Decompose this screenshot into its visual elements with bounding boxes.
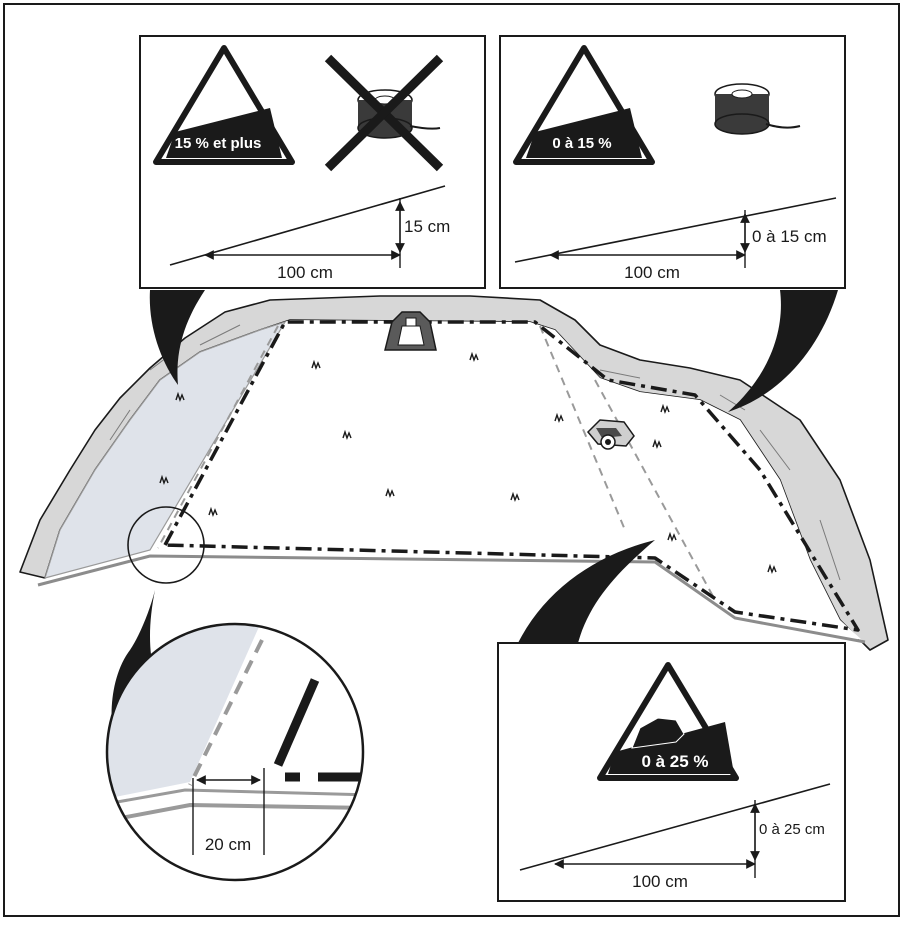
- boundary-wire: [163, 320, 860, 632]
- steep-badge-text: 15 % et plus: [175, 135, 262, 152]
- boundary-badge-text: 0 à 25 %: [641, 752, 708, 771]
- detail-zoom: 20 cm: [105, 622, 365, 882]
- callout-pointer-moderate: [728, 290, 838, 412]
- outer-frame: [3, 3, 900, 917]
- callout-pointer-boundary: [518, 540, 655, 643]
- moderate-badge-text: 0 à 15 %: [552, 135, 611, 152]
- moderate-horizontal-label: 100 cm: [624, 263, 680, 282]
- charging-station: [384, 311, 437, 351]
- lawn-area: [45, 320, 862, 640]
- lawn-edge-line: [37, 554, 866, 644]
- detail-distance-label: 20 cm: [205, 835, 251, 854]
- mower-on-slope-icon: [631, 717, 685, 749]
- boundary-vertical-label: 0 à 25 cm: [759, 821, 825, 838]
- panel-boundary-slope: 0 à 25 % 0 à 25 cm 100 cm: [497, 642, 846, 902]
- grass-tufts: [159, 351, 777, 575]
- panel-steep-slope: 15 % et plus 15 cm 100 cm: [139, 35, 486, 289]
- panel-moderate-slope: 0 à 15 % 0 à 15 cm 100 cm: [499, 35, 846, 289]
- crossed-wire-spool-icon: [324, 54, 444, 172]
- detail-marker-circle: [127, 506, 205, 584]
- steep-vertical-label: 15 cm: [404, 217, 450, 236]
- moderate-vertical-label: 0 à 15 cm: [752, 227, 827, 246]
- boundary-horizontal-label: 100 cm: [632, 872, 688, 891]
- steep-horizontal-label: 100 cm: [277, 263, 333, 282]
- garden-scene: [19, 295, 889, 651]
- wire-spool-icon: [714, 83, 801, 135]
- robotic-mower: [586, 419, 635, 450]
- steep-slope-area: [44, 320, 287, 579]
- callout-pointer-steep: [149, 290, 205, 385]
